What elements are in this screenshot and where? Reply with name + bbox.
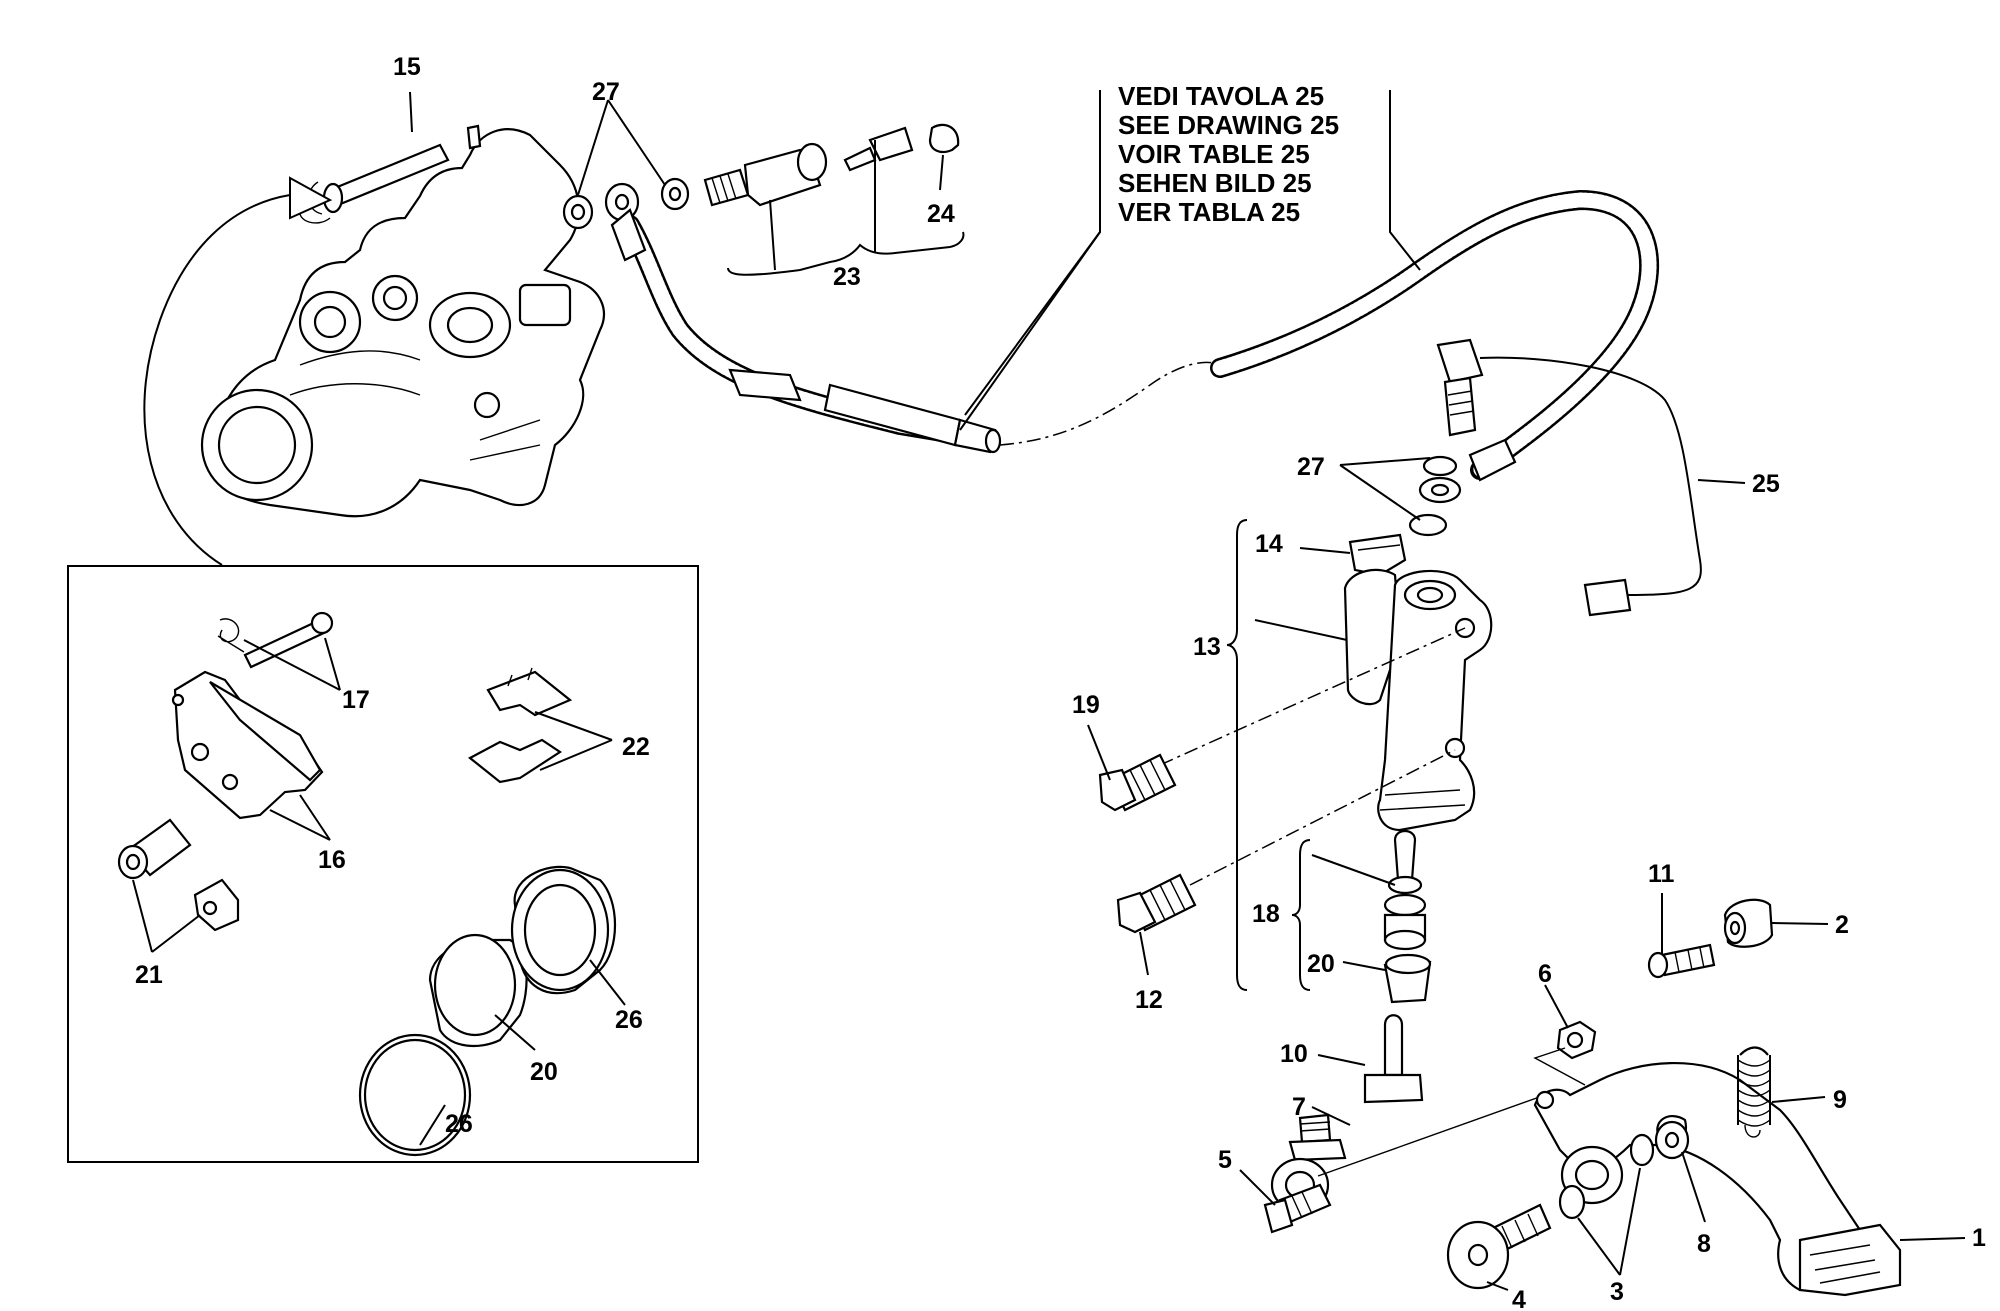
reference-note-line-5: VER TABLA 25	[1118, 197, 1300, 227]
rod-10	[1363, 1014, 1424, 1104]
callout-9: 9	[1833, 1086, 1847, 1114]
callout-20-inset: 20	[530, 1058, 558, 1086]
callout-27-right: 27	[1297, 453, 1325, 481]
callout-27-top: 27	[592, 78, 620, 106]
callout-6: 6	[1538, 960, 1552, 988]
pad-pin-17	[217, 611, 334, 669]
callout-7: 7	[1292, 1093, 1306, 1121]
reference-note-line-3: VOIR TABLE 25	[1118, 139, 1310, 169]
callouts: 15 27 24 23 27 25 14 13 19 18 20 12 11 2…	[135, 53, 1986, 1311]
pivot-bolt-4	[1446, 1203, 1552, 1290]
callout-22: 22	[622, 733, 650, 761]
callout-10: 10	[1280, 1040, 1308, 1068]
callout-18: 18	[1252, 900, 1280, 928]
inset-box	[67, 565, 699, 1163]
callout-16: 16	[318, 846, 346, 874]
callout-8: 8	[1697, 1230, 1711, 1258]
callout-17: 17	[342, 686, 370, 714]
nut-6	[1533, 1020, 1597, 1086]
bolt-5	[1263, 1183, 1332, 1234]
rubber-stop-2	[1723, 898, 1774, 948]
callout-25: 25	[1752, 470, 1780, 498]
brake-hose	[610, 189, 1660, 482]
callout-13: 13	[1193, 633, 1221, 661]
bolt-19	[1098, 753, 1177, 812]
callout-20-right: 20	[1307, 950, 1335, 978]
callout-26-right: 26	[615, 1006, 643, 1034]
leader-lines	[132, 90, 1966, 1291]
callout-15: 15	[393, 53, 421, 81]
reference-note-line-2: SEE DRAWING 25	[1118, 110, 1339, 140]
callout-1: 1	[1972, 1224, 1986, 1252]
reference-note-line-4: SEHEN BILD 25	[1118, 168, 1312, 198]
brake-caliper	[200, 124, 605, 518]
bleed-screws-21	[117, 818, 240, 932]
callout-19: 19	[1072, 691, 1100, 719]
callout-14: 14	[1255, 530, 1283, 558]
circlip-3	[1558, 1133, 1655, 1220]
callout-24: 24	[927, 200, 955, 228]
pad-springs-22	[468, 667, 573, 784]
callout-2: 2	[1835, 911, 1849, 939]
washer-8	[1654, 1120, 1690, 1160]
callout-4: 4	[1512, 1286, 1526, 1311]
master-cylinder	[1159, 338, 1702, 886]
callout-21: 21	[135, 961, 163, 989]
callout-23: 23	[833, 263, 861, 291]
reference-note-line-1: VEDI TAVOLA 25	[1118, 81, 1324, 111]
reference-note: VEDI TAVOLA 25 SEE DRAWING 25 VOIR TABLE…	[1118, 81, 1339, 227]
callout-12: 12	[1135, 986, 1163, 1014]
return-spring-9	[1737, 1046, 1771, 1138]
bolt-12	[1116, 873, 1197, 934]
inset-pointer-arrow	[143, 176, 333, 566]
piston-and-seals	[358, 865, 616, 1157]
bolt-11	[1647, 943, 1716, 979]
callout-26-left: 26	[445, 1110, 473, 1138]
hose-fittings	[562, 123, 960, 230]
callout-5: 5	[1218, 1146, 1232, 1174]
push-rod-18	[1383, 829, 1432, 1004]
callout-3: 3	[1610, 1278, 1624, 1306]
brake-pads-16	[171, 670, 324, 820]
brake-pedal-1	[1533, 1061, 1902, 1297]
callout-11: 11	[1648, 860, 1675, 888]
